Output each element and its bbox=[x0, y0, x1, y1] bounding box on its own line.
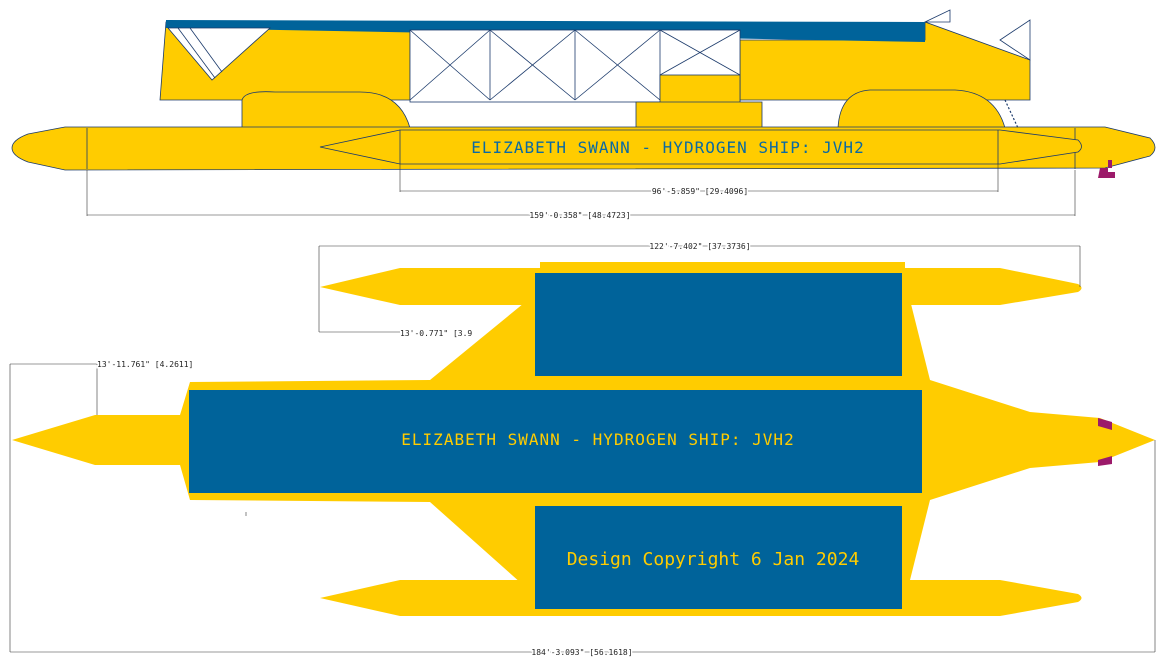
dimension-outer-hull-beam: 13'-0.771" [3.9 bbox=[400, 329, 472, 338]
deck-label: ELIZABETH SWANN - HYDROGEN SHIP: JVH2 bbox=[401, 430, 794, 449]
dimension-inner-length: 96'-5.859" [29.4096] bbox=[652, 187, 748, 196]
propeller-icon bbox=[1098, 418, 1112, 430]
dimension-overall-length-plan: 184'-3.093" [56.1618] bbox=[531, 648, 632, 657]
forward-pod bbox=[241, 91, 411, 129]
main-deck-panel bbox=[189, 390, 922, 493]
side-hull-label: ELIZABETH SWANN - HYDROGEN SHIP: JVH2 bbox=[471, 138, 864, 157]
lower-deck-panel bbox=[535, 506, 902, 609]
dimension-overall-length: 159'-0.358" [48.4723] bbox=[529, 211, 630, 220]
propeller-icon bbox=[1098, 456, 1112, 466]
aft-pod bbox=[837, 89, 1006, 129]
forward-window bbox=[167, 27, 272, 81]
side-elevation: ELIZABETH SWANN - HYDROGEN SHIP: JVH2 96… bbox=[11, 9, 1156, 222]
copyright-label: Design Copyright 6 Jan 2024 bbox=[567, 549, 860, 570]
plan-view: ELIZABETH SWANN - HYDROGEN SHIP: JVH2 De… bbox=[9, 241, 1156, 659]
dimension-outer-hull-length: 122'-7.402" [37.3736] bbox=[649, 242, 750, 251]
propeller-icon bbox=[1098, 160, 1115, 178]
upper-deck-panel bbox=[535, 273, 902, 376]
dimension-center-hull-beam: 13'-11.761" [4.2611] bbox=[97, 360, 193, 369]
inner-float bbox=[319, 129, 1082, 165]
mid-pod bbox=[635, 101, 763, 129]
aft-mast bbox=[924, 9, 951, 23]
center-block bbox=[659, 74, 741, 106]
